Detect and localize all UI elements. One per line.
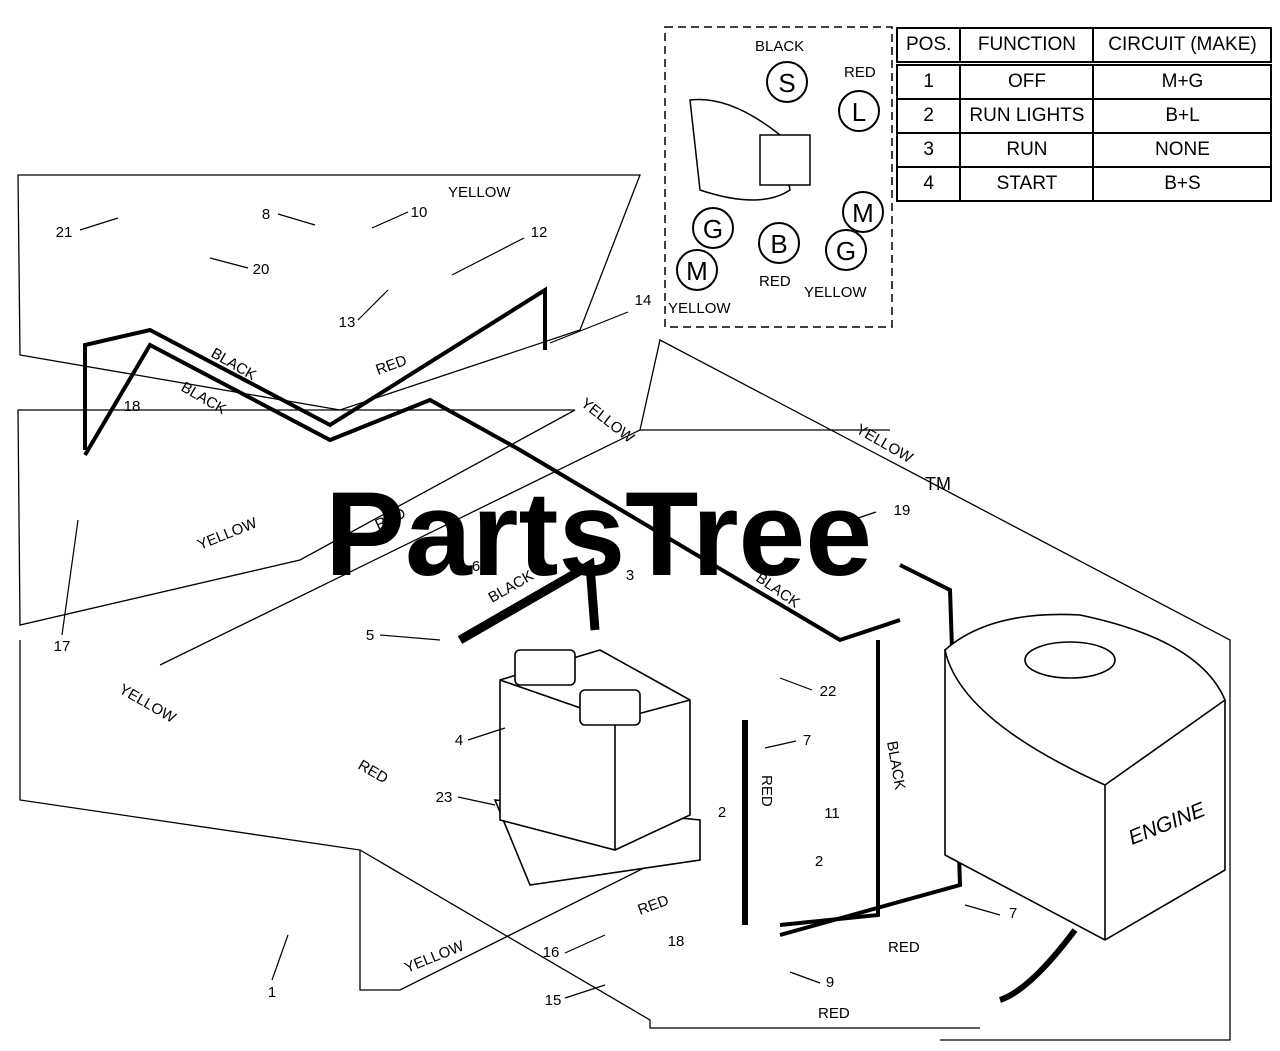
table-cell: START bbox=[959, 166, 1095, 202]
table-header-pos: POS. bbox=[895, 27, 962, 66]
callout-18b: 18 bbox=[668, 933, 685, 950]
table-cell: OFF bbox=[959, 62, 1095, 100]
callout-8: 8 bbox=[262, 206, 270, 223]
label-red6: RED bbox=[888, 939, 920, 956]
table-row: 1 OFF M+G bbox=[895, 62, 1273, 100]
table-cell: RUN bbox=[959, 132, 1095, 168]
callout-16: 16 bbox=[543, 944, 560, 961]
table-cell: 4 bbox=[895, 166, 962, 202]
callout-14: 14 bbox=[635, 292, 652, 309]
callout-2b: 2 bbox=[815, 853, 823, 870]
callout-19: 19 bbox=[894, 502, 911, 519]
callout-6: 6 bbox=[472, 558, 480, 575]
watermark: PartsTree bbox=[325, 467, 872, 601]
table-cell: RUN LIGHTS bbox=[959, 98, 1095, 134]
callout-10: 10 bbox=[411, 204, 428, 221]
switch-label-yellow2: YELLOW bbox=[668, 300, 731, 317]
watermark-tm: TM bbox=[925, 474, 951, 494]
callout-3: 3 bbox=[626, 567, 634, 584]
callout-7a: 7 bbox=[803, 732, 811, 749]
table-row: 2 RUN LIGHTS B+L bbox=[895, 98, 1273, 134]
callout-11: 11 bbox=[824, 805, 840, 822]
battery bbox=[493, 649, 701, 886]
callout-22: 22 bbox=[820, 683, 837, 700]
callout-5: 5 bbox=[366, 627, 374, 644]
callout-2a: 2 bbox=[718, 804, 726, 821]
label-yellow6: YELLOW bbox=[402, 937, 467, 976]
black-harness bbox=[83, 286, 963, 937]
label-yellow5: YELLOW bbox=[116, 681, 179, 727]
terminal-g2: G bbox=[836, 236, 856, 266]
label-yellow: YELLOW bbox=[448, 184, 511, 201]
terminal-m: M bbox=[852, 198, 874, 228]
table-header-function: FUNCTION bbox=[959, 27, 1095, 66]
table-header-circuit: CIRCUIT (MAKE) bbox=[1092, 27, 1273, 66]
callout-4: 4 bbox=[455, 732, 463, 749]
label-red4: RED bbox=[758, 775, 775, 807]
terminal-g: G bbox=[703, 214, 723, 244]
switch-label-red: RED bbox=[844, 64, 876, 81]
switch-label-yellow: YELLOW bbox=[804, 284, 867, 301]
terminal-s: S bbox=[778, 68, 795, 98]
label-yellow4: YELLOW bbox=[195, 514, 260, 553]
callout-13: 13 bbox=[339, 314, 356, 331]
switch-label-black: BLACK bbox=[755, 38, 804, 55]
label-black5: BLACK bbox=[883, 740, 908, 791]
switch-circuit-table: POS. FUNCTION CIRCUIT (MAKE) 1 OFF M+G 2… bbox=[895, 27, 1273, 202]
callout-23: 23 bbox=[436, 789, 453, 806]
label-red7: RED bbox=[818, 1005, 850, 1022]
table-cell: M+G bbox=[1092, 62, 1273, 100]
callout-20: 20 bbox=[253, 261, 270, 278]
engine bbox=[944, 613, 1226, 941]
switch-detail: S L G B M M G BLACK RED RED YELLOW YELLO… bbox=[664, 26, 893, 328]
callout-21: 21 bbox=[56, 224, 73, 241]
callout-12: 12 bbox=[531, 224, 548, 241]
leader-lines bbox=[61, 211, 1001, 999]
table-row: 4 START B+S bbox=[895, 166, 1273, 202]
callout-17: 17 bbox=[54, 638, 71, 655]
terminal-b: B bbox=[770, 229, 787, 259]
terminal-l: L bbox=[852, 97, 866, 127]
table-cell: 3 bbox=[895, 132, 962, 168]
table-cell: 2 bbox=[895, 98, 962, 134]
switch-label-red2: RED bbox=[759, 273, 791, 290]
callout-18a: 18 bbox=[124, 398, 141, 415]
table-cell: B+L bbox=[1092, 98, 1273, 134]
engine-cable bbox=[998, 928, 1078, 1003]
callout-9: 9 bbox=[826, 974, 834, 991]
label-yellow3: YELLOW bbox=[853, 421, 916, 467]
battery-cable bbox=[457, 557, 600, 644]
table-cell: NONE bbox=[1092, 132, 1273, 168]
label-red3: RED bbox=[355, 757, 391, 788]
callout-15: 15 bbox=[545, 992, 562, 1009]
terminal-m2: M bbox=[686, 256, 708, 286]
dashboard-panel bbox=[17, 174, 1231, 1041]
label-red5: RED bbox=[636, 892, 672, 919]
label-yellow2: YELLOW bbox=[578, 395, 638, 447]
table-cell: B+S bbox=[1092, 166, 1273, 202]
callout-1: 1 bbox=[268, 984, 276, 1001]
table-cell: 1 bbox=[895, 62, 962, 100]
label-red: RED bbox=[374, 352, 410, 379]
callout-7b: 7 bbox=[1009, 905, 1017, 922]
table-row: 3 RUN NONE bbox=[895, 132, 1273, 168]
